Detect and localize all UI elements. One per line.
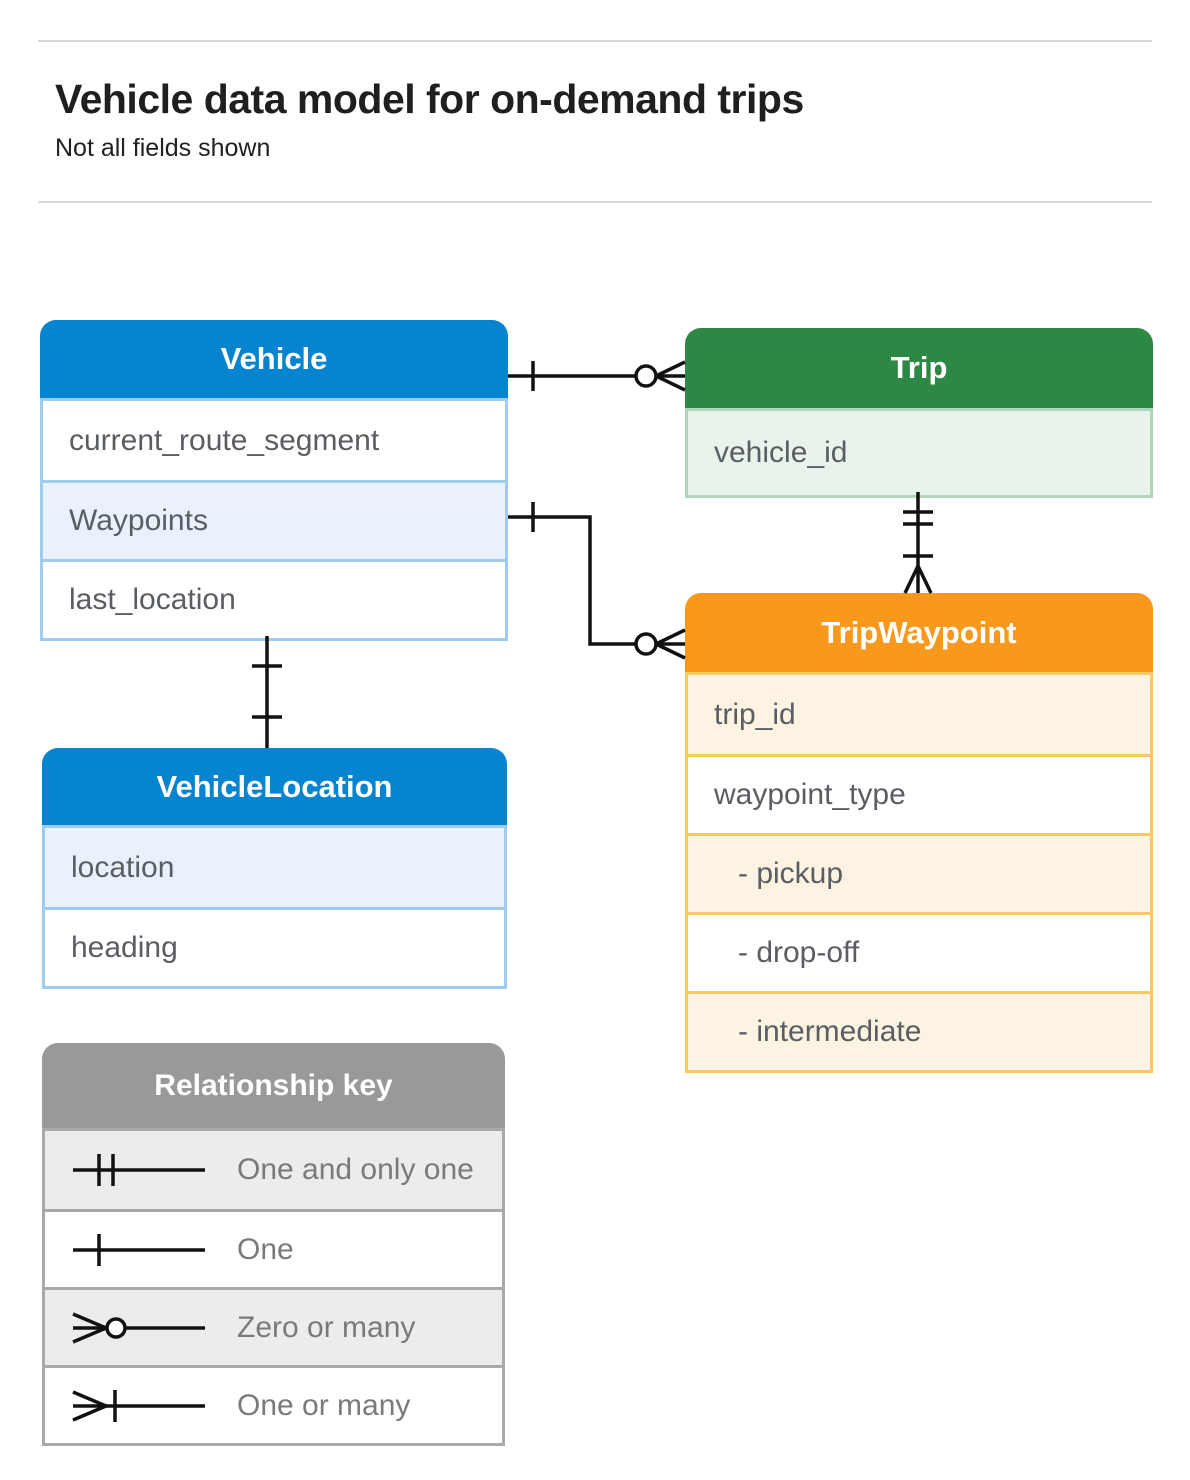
field-row-current-route-segment: current_route_segment	[43, 401, 505, 480]
entity-vehicle-location-body: location heading	[42, 825, 507, 989]
legend-row-one-and-only-one: One and only one	[45, 1131, 502, 1209]
entity-trip: Trip vehicle_id	[685, 328, 1153, 498]
field-row-drop-off: - drop-off	[688, 912, 1150, 991]
field-row-trip-id: trip_id	[688, 675, 1150, 754]
connector-trip-tripwaypoint	[903, 492, 933, 594]
relationship-key-header: Relationship key	[42, 1043, 505, 1128]
field-row-waypoints: Waypoints	[43, 480, 505, 559]
one-or-many-icon	[72, 1389, 205, 1422]
entity-trip-waypoint-body: trip_id waypoint_type - pickup - drop-of…	[685, 672, 1153, 1073]
legend-label: Zero or many	[237, 1310, 416, 1344]
entity-trip-waypoint: TripWaypoint trip_id waypoint_type - pic…	[685, 593, 1153, 1073]
field-row-last-location: last_location	[43, 559, 505, 638]
legend-row-one-or-many: One or many	[45, 1365, 502, 1443]
legend-row-zero-or-many: Zero or many	[45, 1287, 502, 1365]
field-row-waypoint-type: waypoint_type	[688, 754, 1150, 833]
connector-waypoints-tripwaypoint	[508, 502, 686, 660]
field-row-location: location	[45, 828, 504, 907]
one-icon	[73, 1233, 205, 1266]
field-row-intermediate: - intermediate	[688, 991, 1150, 1070]
entity-vehicle-body: current_route_segment Waypoints last_loc…	[40, 398, 508, 641]
entity-vehicle-location: VehicleLocation location heading	[42, 748, 507, 989]
entity-vehicle: Vehicle current_route_segment Waypoints …	[40, 320, 508, 641]
entity-trip-header: Trip	[685, 328, 1153, 408]
field-row-pickup: - pickup	[688, 833, 1150, 912]
legend-label: One and only one	[237, 1153, 474, 1186]
entity-trip-waypoint-header: TripWaypoint	[685, 593, 1153, 672]
entity-trip-body: vehicle_id	[685, 408, 1153, 498]
connector-vehicle-trip	[508, 360, 686, 392]
legend-label: One or many	[237, 1388, 411, 1422]
entity-vehicle-header: Vehicle	[40, 320, 508, 398]
legend-row-one: One	[45, 1209, 502, 1287]
page-title: Vehicle data model for on-demand trips	[55, 76, 804, 122]
legend-label: One	[237, 1232, 294, 1266]
field-row-vehicle-id: vehicle_id	[688, 411, 1150, 495]
top-divider	[38, 40, 1152, 42]
page-subtitle: Not all fields shown	[55, 134, 271, 162]
connector-vehicle-vehiclelocation	[252, 636, 282, 748]
entity-vehicle-location-header: VehicleLocation	[42, 748, 507, 825]
one-and-only-one-icon	[73, 1154, 205, 1186]
relationship-key: Relationship key One and only one One	[42, 1043, 505, 1446]
field-row-heading: heading	[45, 907, 504, 986]
zero-or-many-icon	[72, 1311, 205, 1344]
relationship-key-body: One and only one One Zero or many	[42, 1128, 505, 1446]
header-divider	[38, 201, 1152, 203]
